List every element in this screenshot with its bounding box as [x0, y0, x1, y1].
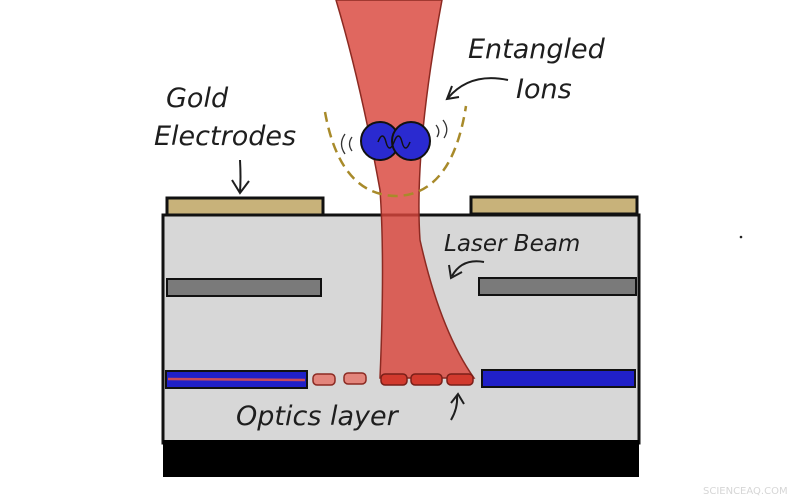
label-optics-layer: Optics layer	[236, 401, 400, 432]
vibration-marks-left	[340, 133, 353, 155]
stray-dot	[739, 235, 743, 239]
vibration-marks-right	[435, 119, 448, 139]
gold-electrode-left	[165, 196, 325, 217]
gold-electrode-right	[469, 195, 639, 216]
gray-electrode-left	[166, 278, 322, 297]
entanglement-link	[377, 135, 411, 149]
label-entangled-line2: Ions	[516, 74, 572, 105]
arrow-optics-layer	[450, 392, 465, 421]
ion-right	[391, 121, 431, 161]
gray-electrode-right	[478, 277, 637, 296]
grating-segment-5	[446, 373, 474, 386]
label-gold-line2: Electrodes	[154, 121, 296, 152]
grating-segment-1	[312, 373, 336, 386]
label-laser-beam: Laser Beam	[444, 231, 580, 257]
grating-segment-4	[410, 373, 443, 386]
grating-segment-2	[343, 372, 367, 385]
chip-base	[163, 440, 639, 477]
waveguide-left-red-core	[167, 377, 306, 382]
arrow-laser-beam	[448, 260, 485, 280]
arrow-gold-electrodes	[231, 159, 250, 195]
arrow-entangled-ions	[445, 77, 509, 101]
label-gold-line1: Gold	[166, 83, 229, 114]
label-entangled-line1: Entangled	[468, 34, 606, 65]
watermark: SCIENCEAQ.COM	[703, 486, 788, 497]
grating-segment-3	[380, 373, 408, 386]
waveguide-right	[481, 369, 636, 388]
trap-potential-curve	[323, 105, 468, 198]
